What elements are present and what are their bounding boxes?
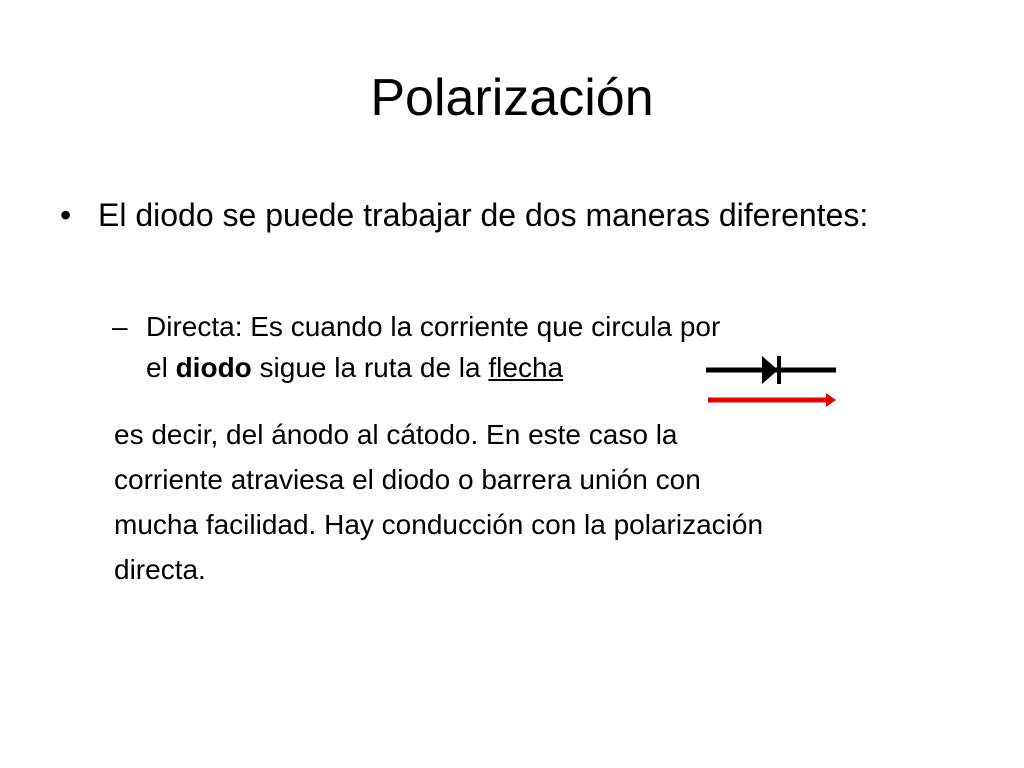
continuation-line-4: directa. bbox=[114, 554, 206, 585]
sub-bullet-line-2-prefix: el bbox=[146, 352, 176, 383]
bullet-text: El diodo se puede trabajar de dos manera… bbox=[98, 197, 869, 233]
diode-symbol-icon bbox=[706, 356, 836, 407]
sub-bullet-line-1: Directa: Es cuando la corriente que circ… bbox=[146, 311, 721, 342]
continuation-line-1: es decir, del ánodo al cátodo. En este c… bbox=[114, 419, 678, 450]
bullet-item: • El diodo se puede trabajar de dos mane… bbox=[60, 192, 920, 238]
diode-triangle bbox=[762, 356, 778, 384]
continuation-line-2: corriente atraviesa el diodo o barrera u… bbox=[114, 464, 701, 495]
sub-bullet-marker: – bbox=[112, 311, 128, 342]
bold-word-diodo: diodo bbox=[175, 352, 252, 383]
red-arrow-icon bbox=[826, 393, 836, 407]
underlined-word-flecha: flecha bbox=[488, 352, 564, 383]
bullet-marker: • bbox=[60, 197, 72, 233]
sub-bullet-item: – Directa: Es cuando la corriente que ci… bbox=[112, 306, 912, 388]
sub-bullet-line-2-middle: sigue la ruta de la bbox=[251, 352, 489, 383]
continuation-paragraph: es decir, del ánodo al cátodo. En este c… bbox=[114, 412, 994, 592]
slide-title: Polarización bbox=[370, 69, 654, 127]
sub-bullet-text: Directa: Es cuando la corriente que circ… bbox=[146, 306, 912, 388]
continuation-line-3: mucha facilidad. Hay conducción con la p… bbox=[114, 509, 764, 540]
